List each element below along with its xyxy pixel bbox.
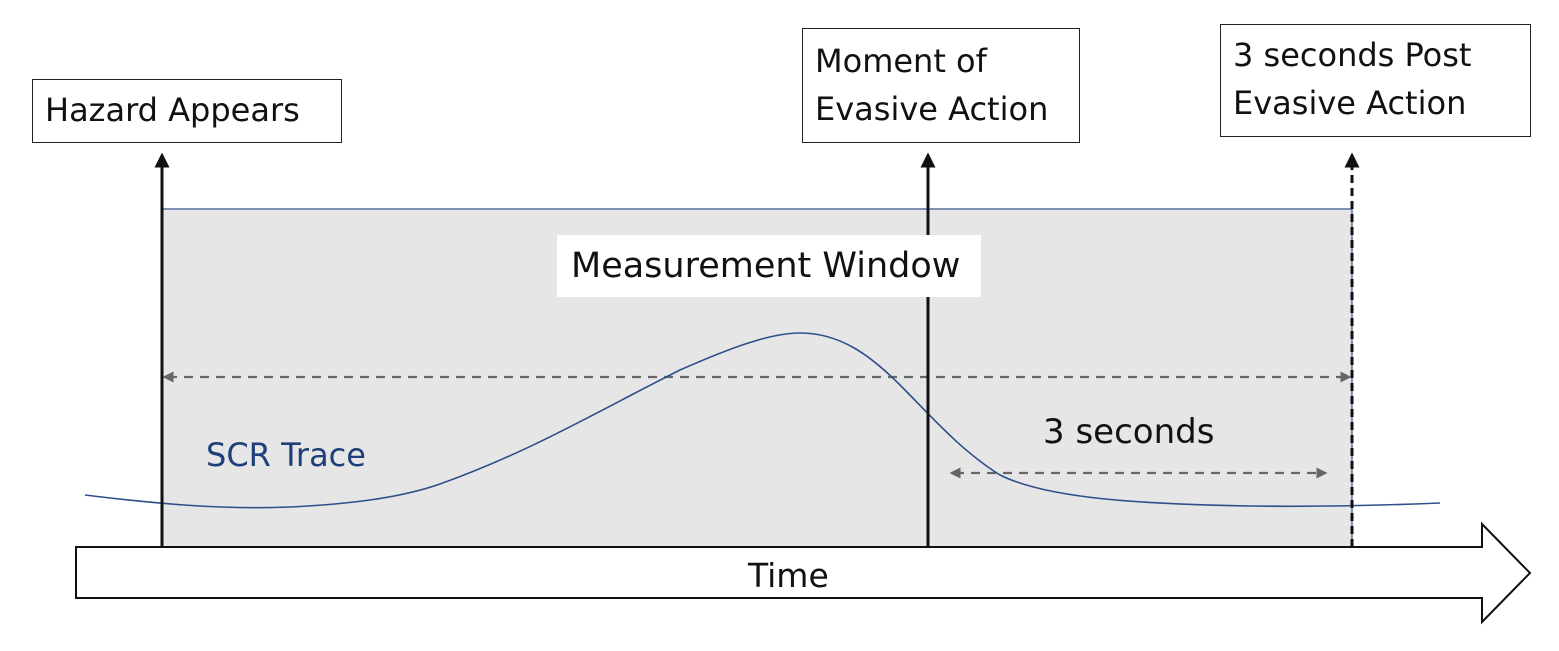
- hazard-appears-label: Hazard Appears: [45, 91, 300, 129]
- post-evasive-label-line-1: 3 seconds Post: [1233, 36, 1472, 74]
- measurement-window-label: Measurement Window: [557, 235, 981, 297]
- evasive-action-label-box: Moment of Evasive Action: [802, 28, 1080, 143]
- scr-trace-label: SCR Trace: [206, 436, 366, 474]
- evasive-action-label-line-2: Evasive Action: [815, 90, 1049, 128]
- evasive-action-label-line-1: Moment of: [815, 42, 987, 80]
- post-evasive-label-box: 3 seconds Post Evasive Action: [1220, 24, 1531, 137]
- hazard-appears-label-box: Hazard Appears: [32, 79, 342, 143]
- time-axis-label: Time: [748, 556, 829, 595]
- three-seconds-label: 3 seconds: [1043, 412, 1215, 452]
- time-axis-arrow: [75, 521, 1532, 625]
- scr-trace-curve: [84, 332, 1441, 509]
- post-evasive-label-line-2: Evasive Action: [1233, 84, 1467, 122]
